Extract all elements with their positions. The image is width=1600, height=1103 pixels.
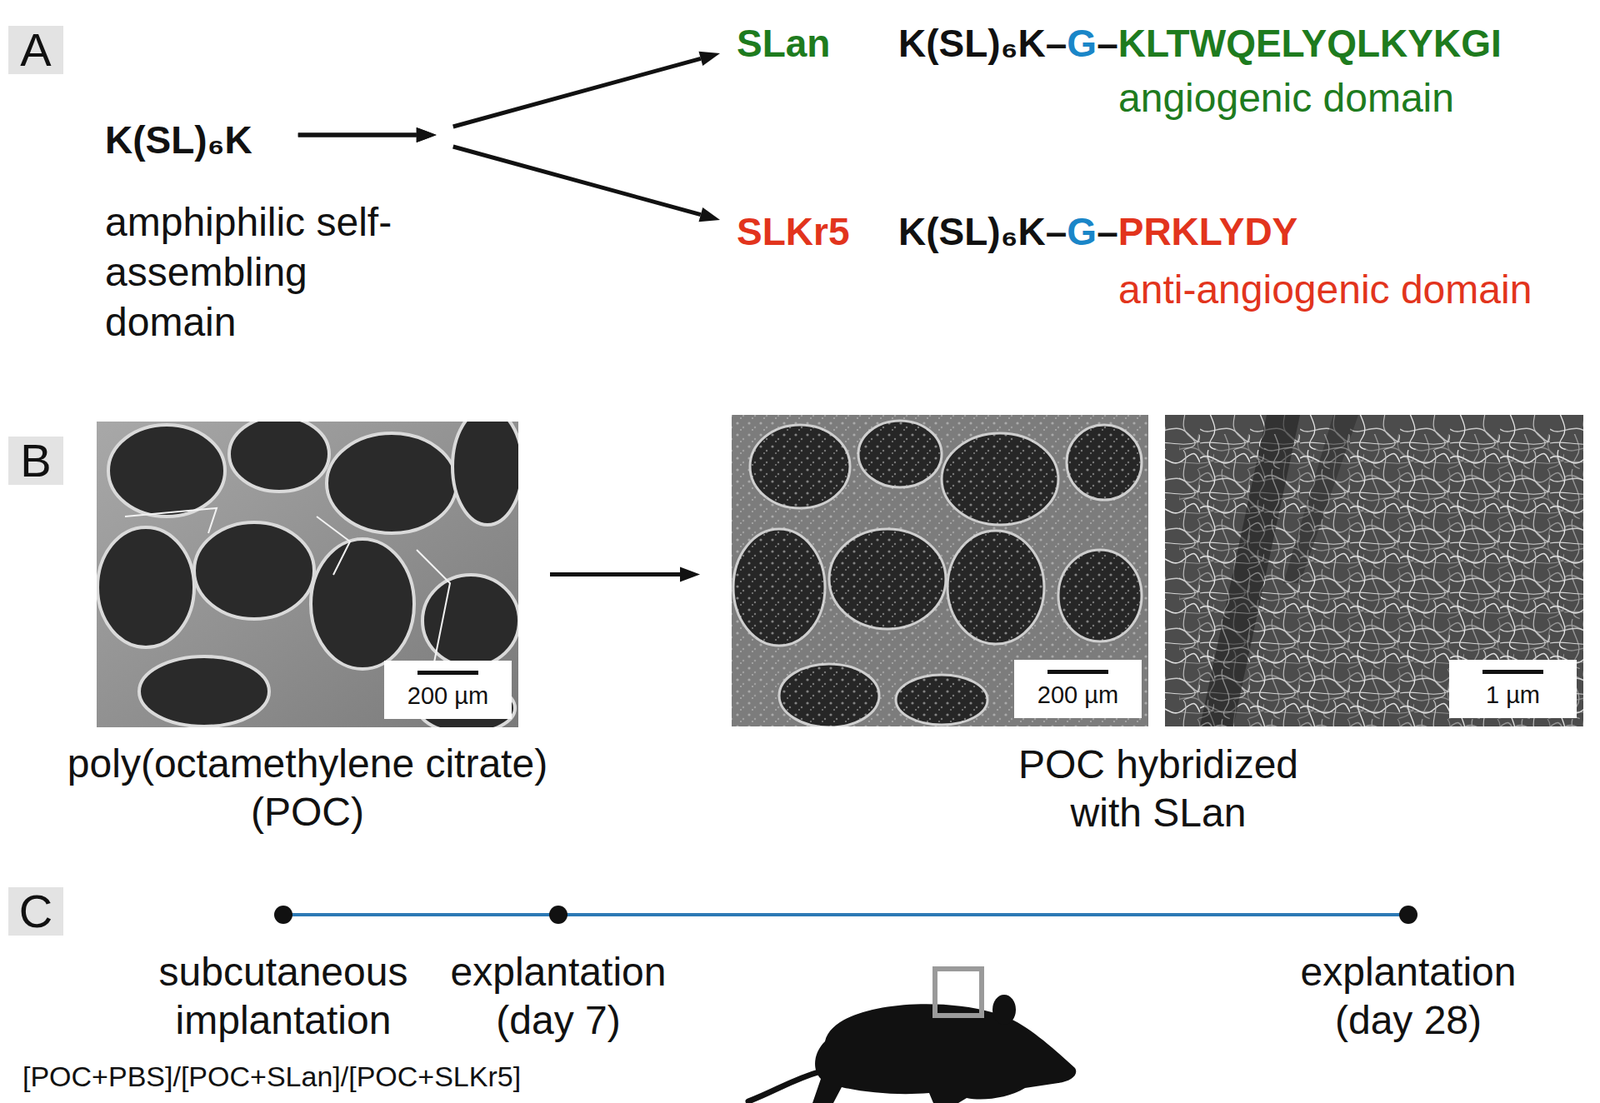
sequence-part: G	[1066, 210, 1097, 254]
scale-bar-box: 200 µm	[384, 660, 512, 720]
sem-image-poc	[96, 421, 519, 728]
panel-letter: B	[8, 436, 64, 485]
pore	[97, 527, 195, 648]
scale-bar	[1482, 670, 1544, 675]
pore	[229, 421, 330, 492]
arrowhead	[698, 51, 720, 66]
scale-bar-label: 1 µm	[1449, 680, 1577, 710]
sem-edges	[125, 508, 450, 667]
connector-line	[298, 133, 417, 138]
timeline-line	[283, 913, 1409, 917]
timeline	[274, 905, 1418, 925]
mouse-tail	[748, 1071, 821, 1102]
sequence-part: G	[1066, 21, 1097, 65]
implant-site	[935, 969, 982, 1016]
peptide-name: SLKr5	[736, 209, 850, 255]
peptide-node: K(SL)₆K	[105, 117, 299, 163]
image-panel: 1 µm	[1165, 415, 1584, 727]
connector-line	[453, 146, 701, 215]
connector	[298, 51, 720, 143]
sequence-part: –	[1045, 210, 1068, 254]
sequence-part: –	[1096, 210, 1119, 254]
connector-line	[298, 133, 417, 138]
peptide-node: K(SL)₆K–G–PRKLYDYSLKr5anti-angiogenic do…	[725, 209, 1536, 318]
pore	[108, 425, 225, 517]
sequence-part: –	[1045, 21, 1068, 65]
sequence-part: PRKLYDY	[1118, 210, 1299, 254]
sem-image-nanofibres	[1165, 415, 1584, 727]
timeline-dot	[274, 905, 293, 925]
wall-edge	[416, 550, 450, 667]
timeline-dot	[1399, 905, 1418, 925]
sem-ground	[731, 415, 1149, 727]
scale-bar-label: 200 µm	[1014, 680, 1142, 710]
domain-note: amphiphilic self-assembling domain	[105, 197, 397, 348]
pore	[139, 656, 270, 727]
arrowhead	[416, 127, 437, 143]
image-caption: POC hybridized with SLan	[991, 740, 1325, 838]
scale-bar	[417, 670, 479, 675]
image-caption: poly(octamethylene citrate) (POC)	[49, 740, 566, 837]
pore	[452, 421, 519, 525]
connector-line	[453, 58, 701, 127]
connector	[550, 567, 700, 583]
panel-letter: C	[8, 887, 64, 936]
arrowhead	[698, 207, 720, 222]
domain-label: angiogenic domain	[1118, 74, 1455, 123]
panel-letter: A	[8, 25, 64, 75]
arrowhead	[680, 567, 700, 583]
peptide-coating	[731, 415, 1149, 727]
sequence-part: KLTWQELYQLKYKGI	[1118, 21, 1502, 65]
image-panel: 200 µmpoly(octamethylene citrate) (POC)	[96, 421, 519, 728]
sequence-row: K(SL)₆K–G–PRKLYDY	[898, 209, 1298, 255]
sem-image-hybrid	[731, 415, 1149, 727]
sequence-part: –	[1096, 21, 1119, 65]
scale-bar-box: 200 µm	[1014, 660, 1142, 719]
scale-bar-box: 1 µm	[1449, 660, 1577, 719]
timeline-label: subcutaneous implantation	[133, 948, 434, 1045]
group-list: [POC+PBS]/[POC+SLan]/[POC+SLKr5]	[22, 1060, 521, 1094]
sem-pores	[97, 421, 519, 728]
peptide-name: SLan	[736, 20, 830, 66]
peptide-node: K(SL)₆K–G–KLTWQELYQLKYKGISLanangiogenic …	[725, 20, 1505, 126]
timeline-label: explantation (day 28)	[1258, 948, 1559, 1045]
peptide-name: K(SL)₆K	[105, 117, 253, 163]
mouse-ear	[992, 995, 1016, 1025]
wall-edge	[316, 516, 350, 575]
scale-bar	[1047, 670, 1109, 675]
wall-edge	[125, 508, 217, 534]
pore	[326, 433, 457, 534]
domain-label: anti-angiogenic domain	[1118, 265, 1532, 315]
timeline-dot	[549, 905, 568, 925]
connector-line	[550, 572, 680, 577]
sequence-part: K(SL)₆K	[898, 21, 1046, 65]
mouse-body	[812, 1004, 1076, 1103]
sequence-part: K(SL)₆K	[898, 210, 1046, 254]
pore	[194, 522, 315, 620]
timeline-label: explantation (day 7)	[408, 948, 709, 1045]
mouse-silhouette	[748, 969, 1076, 1103]
fibre-mesh	[1179, 434, 1584, 727]
arrowhead	[416, 127, 437, 143]
image-panel: 200 µm	[731, 415, 1149, 727]
sequence-row: K(SL)₆K–G–KLTWQELYQLKYKGI	[898, 20, 1502, 66]
pore	[310, 539, 415, 670]
scale-bar-label: 200 µm	[384, 680, 512, 711]
